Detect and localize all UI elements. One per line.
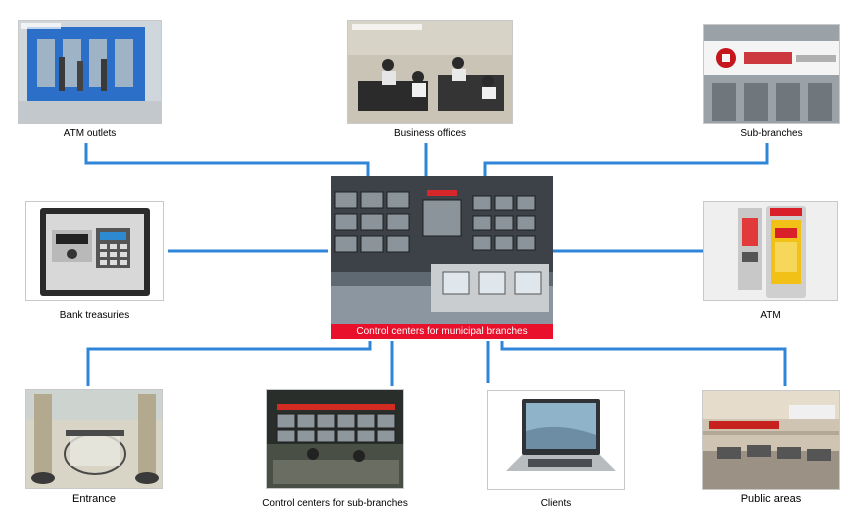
public-areas-label: Public areas (740, 493, 802, 505)
sub-branches-label: Sub-branches (740, 128, 803, 139)
atm-outlets-label: ATM outlets (63, 128, 117, 139)
atm-image (703, 201, 838, 301)
atm-label: ATM (760, 310, 781, 321)
atm-outlets-image (18, 20, 162, 124)
entrance-image (25, 389, 163, 489)
link-public-areas (500, 341, 787, 386)
municipal-control-center-image (331, 176, 553, 324)
link-sub-branches (483, 143, 769, 176)
public-areas-image (702, 390, 840, 490)
link-atm-outlets (84, 143, 370, 176)
link-entrance (86, 341, 372, 386)
entrance-label: Entrance (71, 493, 117, 505)
bank-treasuries-label: Bank treasuries (59, 310, 130, 321)
clients-image (487, 390, 625, 490)
business-offices-image (347, 20, 513, 124)
business-offices-label: Business offices (393, 128, 467, 139)
clients-label: Clients (540, 498, 572, 509)
sub-branches-image (703, 24, 840, 124)
municipal-control-center-label: Control centers for municipal branches (331, 324, 553, 339)
sub-branch-control-center-image (266, 389, 404, 489)
bank-treasuries-image (25, 201, 164, 301)
sub-branch-control-center-label: Control centers for sub-branches (262, 498, 408, 509)
